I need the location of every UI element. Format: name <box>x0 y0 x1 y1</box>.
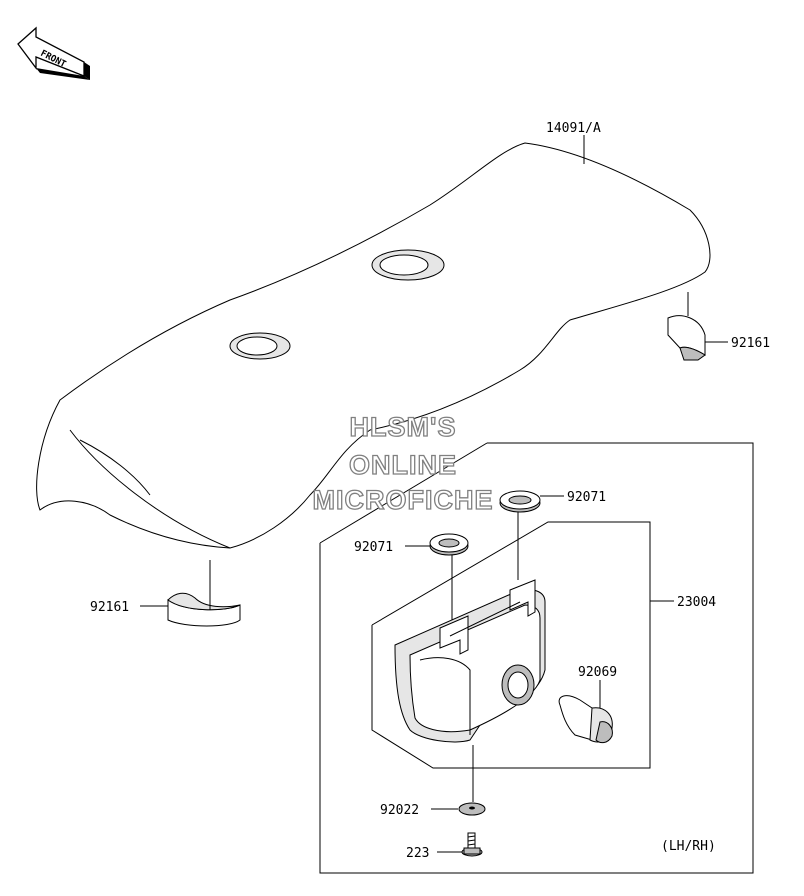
front-arrow-icon: FRONT <box>17 26 90 80</box>
screw-part <box>461 832 483 857</box>
grommet-left-part <box>429 533 469 625</box>
watermark: HLSM'S ONLINE MICROFICHE <box>312 411 494 515</box>
callout-seat: 14091/A <box>546 121 601 136</box>
callout-damper-right: 92161 <box>731 336 770 351</box>
callout-lamp-assy: 23004 <box>677 595 716 610</box>
callout-damper-left: 92161 <box>90 600 129 615</box>
bulb-part <box>558 680 613 744</box>
damper-right-part <box>667 292 706 361</box>
callout-grommet-left: 92071 <box>354 540 393 555</box>
leader-lines <box>140 135 728 853</box>
callout-bulb: 92069 <box>578 665 617 680</box>
watermark-line-3: MICROFICHE <box>313 485 494 515</box>
watermark-line-2: ONLINE <box>349 450 457 480</box>
callout-grommet-right: 92071 <box>567 490 606 505</box>
callout-washer: 92022 <box>380 803 419 818</box>
tail-lamp-part <box>394 579 546 743</box>
lamp-group-frame <box>319 442 754 874</box>
lh-rh-note: (LH/RH) <box>661 839 716 854</box>
seat-cover-part <box>36 142 711 549</box>
washer-part <box>458 745 486 816</box>
damper-left-part <box>167 560 241 627</box>
callout-screw: 223 <box>406 846 429 861</box>
grommet-right-part <box>499 490 541 580</box>
watermark-line-1: HLSM'S <box>350 412 457 442</box>
